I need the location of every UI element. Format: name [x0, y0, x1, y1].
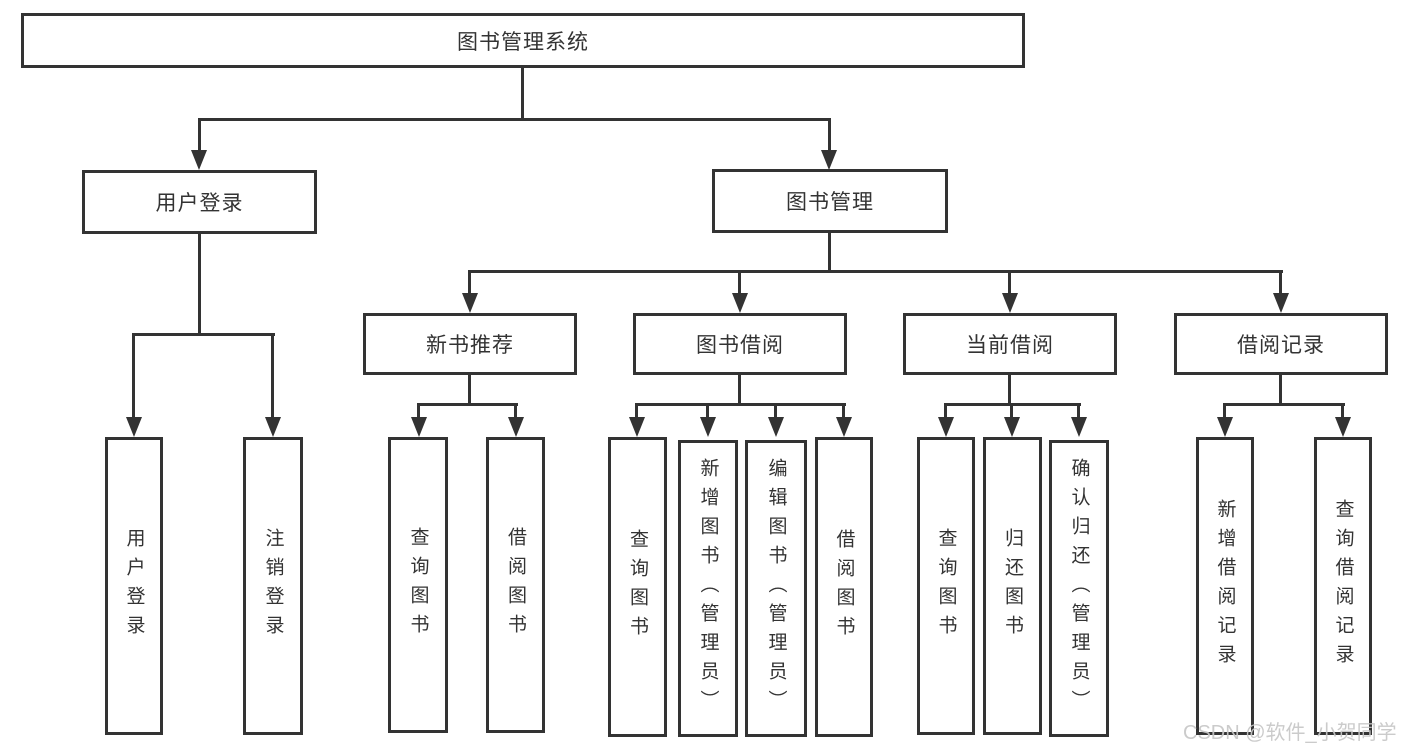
connector-line [1223, 403, 1226, 419]
leaf-label: 查询图书 [935, 528, 957, 644]
connector-line [944, 403, 947, 419]
connector-line [514, 403, 517, 419]
arrow-down-icon [411, 417, 427, 437]
arrow-down-icon [265, 417, 281, 437]
node-new-book-recommendation: 新书推荐 [363, 313, 577, 375]
leaf-label: 新增图书（管理员） [697, 458, 719, 719]
node-current-borrowing: 当前借阅 [903, 313, 1117, 375]
leaf-borrowing-edit-book-admin: 编辑图书（管理员） [745, 440, 807, 737]
leaf-recommend-query-books: 查询图书 [388, 437, 448, 733]
leaf-label: 查询图书 [407, 527, 429, 643]
leaf-label: 查询图书 [627, 529, 648, 645]
connector-line [1279, 270, 1282, 295]
connector-line [132, 333, 275, 336]
node-book-borrowing: 图书借阅 [633, 313, 847, 375]
leaf-current-confirm-return-admin: 确认归还（管理员） [1049, 440, 1109, 737]
node-book-management: 图书管理 [712, 169, 948, 233]
node-label: 当前借阅 [966, 334, 1054, 357]
leaf-label: 编辑图书（管理员） [765, 458, 787, 719]
connector-line [842, 403, 845, 419]
node-label: 图书管理系统 [457, 30, 589, 54]
arrow-down-icon [821, 150, 837, 170]
arrow-down-icon [1217, 417, 1233, 437]
connector-line [774, 403, 777, 419]
arrow-down-icon [508, 417, 524, 437]
leaf-label: 借阅图书 [505, 527, 526, 643]
leaf-borrowing-query-books: 查询图书 [608, 437, 667, 737]
arrow-down-icon [1002, 293, 1018, 313]
leaf-label: 查询借阅记录 [1332, 499, 1354, 673]
connector-line [468, 270, 1283, 273]
arrow-down-icon [938, 417, 954, 437]
connector-line [635, 403, 638, 419]
arrow-down-icon [462, 293, 478, 313]
arrow-down-icon [700, 417, 716, 437]
leaf-user-login: 用户登录 [105, 437, 163, 735]
connector-line [1008, 375, 1011, 406]
connector-line [635, 403, 846, 406]
arrow-down-icon [1004, 417, 1020, 437]
leaf-label: 借阅图书 [833, 529, 855, 645]
leaf-borrowing-add-book-admin: 新增图书（管理员） [678, 440, 738, 737]
node-label: 图书管理 [786, 191, 874, 214]
connector-line [828, 233, 831, 273]
leaf-records-add-borrow-record: 新增借阅记录 [1196, 437, 1254, 735]
node-label: 图书借阅 [696, 334, 784, 357]
connector-line [828, 118, 831, 152]
node-label: 借阅记录 [1237, 334, 1325, 357]
leaf-records-query-borrow-record: 查询借阅记录 [1314, 437, 1372, 735]
connector-line [417, 403, 420, 419]
leaf-recommend-borrow-books: 借阅图书 [486, 437, 545, 733]
connector-line [738, 375, 741, 406]
node-label: 新书推荐 [426, 334, 514, 357]
connector-line [738, 270, 741, 295]
connector-line [132, 333, 135, 419]
leaf-current-return-books: 归还图书 [983, 437, 1042, 735]
leaf-label: 新增借阅记录 [1214, 499, 1236, 673]
leaf-borrowing-borrow-books: 借阅图书 [815, 437, 873, 737]
node-label: 用户登录 [155, 192, 244, 215]
arrow-down-icon [1335, 417, 1351, 437]
connector-line [706, 403, 709, 419]
arrow-down-icon [836, 417, 852, 437]
leaf-current-query-books: 查询图书 [917, 437, 975, 735]
connector-line [417, 403, 518, 406]
connector-line [1223, 403, 1345, 406]
node-library-system: 图书管理系统 [21, 13, 1025, 68]
arrow-down-icon [768, 417, 784, 437]
leaf-label: 归还图书 [1002, 528, 1023, 644]
connector-line [271, 333, 274, 419]
connector-line [1279, 375, 1282, 406]
connector-line [1008, 270, 1011, 295]
leaf-label: 确认归还（管理员） [1068, 458, 1090, 719]
node-user-login: 用户登录 [82, 170, 317, 234]
leaf-logout: 注销登录 [243, 437, 303, 735]
connector-line [1077, 403, 1080, 419]
arrow-down-icon [629, 417, 645, 437]
connector-line [468, 270, 471, 295]
connector-line [198, 118, 831, 121]
connector-line [521, 68, 524, 121]
arrow-down-icon [1071, 417, 1087, 437]
node-borrowing-records: 借阅记录 [1174, 313, 1388, 375]
connector-line [468, 375, 471, 406]
connector-line [198, 234, 201, 336]
arrow-down-icon [126, 417, 142, 437]
connector-line [1341, 403, 1344, 419]
connector-line [1010, 403, 1013, 419]
leaf-label: 用户登录 [123, 528, 145, 644]
arrow-down-icon [191, 150, 207, 170]
connector-line [198, 118, 201, 152]
arrow-down-icon [732, 293, 748, 313]
arrow-down-icon [1273, 293, 1289, 313]
leaf-label: 注销登录 [262, 528, 284, 644]
watermark: CSDN @软件_小贺同学 [1183, 722, 1397, 744]
